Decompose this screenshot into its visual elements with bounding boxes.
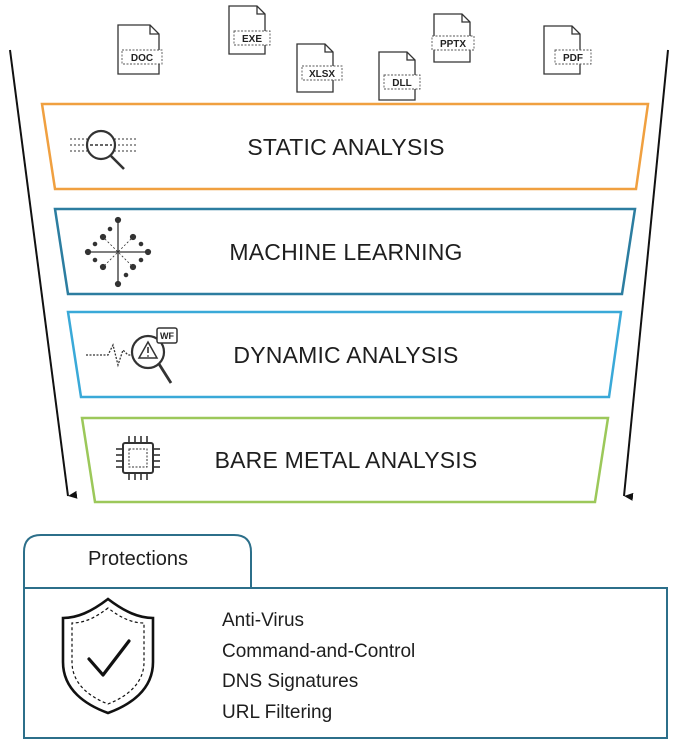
protection-item: Anti-Virus xyxy=(222,610,304,631)
layer-machine-learning: MACHINE LEARNING xyxy=(53,207,637,296)
protections-tab xyxy=(23,534,252,588)
layer-static-analysis: STATIC ANALYSIS xyxy=(40,102,650,191)
layer-bare-metal-analysis: BARE METAL ANALYSIS xyxy=(80,416,610,504)
protections-box xyxy=(23,587,668,739)
file-type-label: DOC xyxy=(131,53,153,64)
layer-border xyxy=(53,207,637,296)
layer-title: BARE METAL ANALYSIS xyxy=(215,447,478,473)
file-icon-pptx: PPTX xyxy=(431,13,475,63)
wildfire-analysis-icon: WF xyxy=(86,327,178,384)
protection-item: DNS Signatures xyxy=(222,671,358,692)
layer-border xyxy=(40,102,650,191)
file-type-label: PDF xyxy=(563,53,583,64)
file-type-label: EXE xyxy=(242,34,262,45)
layer-title: DYNAMIC ANALYSIS xyxy=(233,342,458,368)
protections-panel: Protections Anti-Virus Command-and-Contr… xyxy=(23,534,668,739)
magnifier-icon xyxy=(70,129,136,170)
protections-tab-label: Protections xyxy=(88,548,188,570)
protection-item: Command-and-Control xyxy=(222,641,415,662)
layer-dynamic-analysis: WF DYNAMIC ANALYSIS xyxy=(66,310,623,399)
chip-icon xyxy=(116,436,160,480)
shield-check-icon xyxy=(61,597,155,715)
left-funnel-arrow xyxy=(9,49,78,499)
file-icon-xlsx: XLSX xyxy=(296,43,343,93)
protection-item: URL Filtering xyxy=(222,702,332,723)
layer-border xyxy=(66,310,623,399)
layer-title: STATIC ANALYSIS xyxy=(247,134,444,160)
file-type-label: PPTX xyxy=(440,39,466,50)
file-type-label: DLL xyxy=(392,78,411,89)
file-icon-dll: DLL xyxy=(378,51,421,101)
neural-network-icon xyxy=(84,216,152,288)
wf-badge: WF xyxy=(160,331,174,341)
layer-title: MACHINE LEARNING xyxy=(229,239,462,265)
file-icon-doc: DOC xyxy=(117,24,163,75)
file-icon-exe: EXE xyxy=(228,5,271,55)
layer-border xyxy=(80,416,610,504)
right-funnel-arrow xyxy=(623,49,669,501)
file-icon-pdf: PDF xyxy=(543,25,592,75)
file-type-label: XLSX xyxy=(309,69,335,80)
